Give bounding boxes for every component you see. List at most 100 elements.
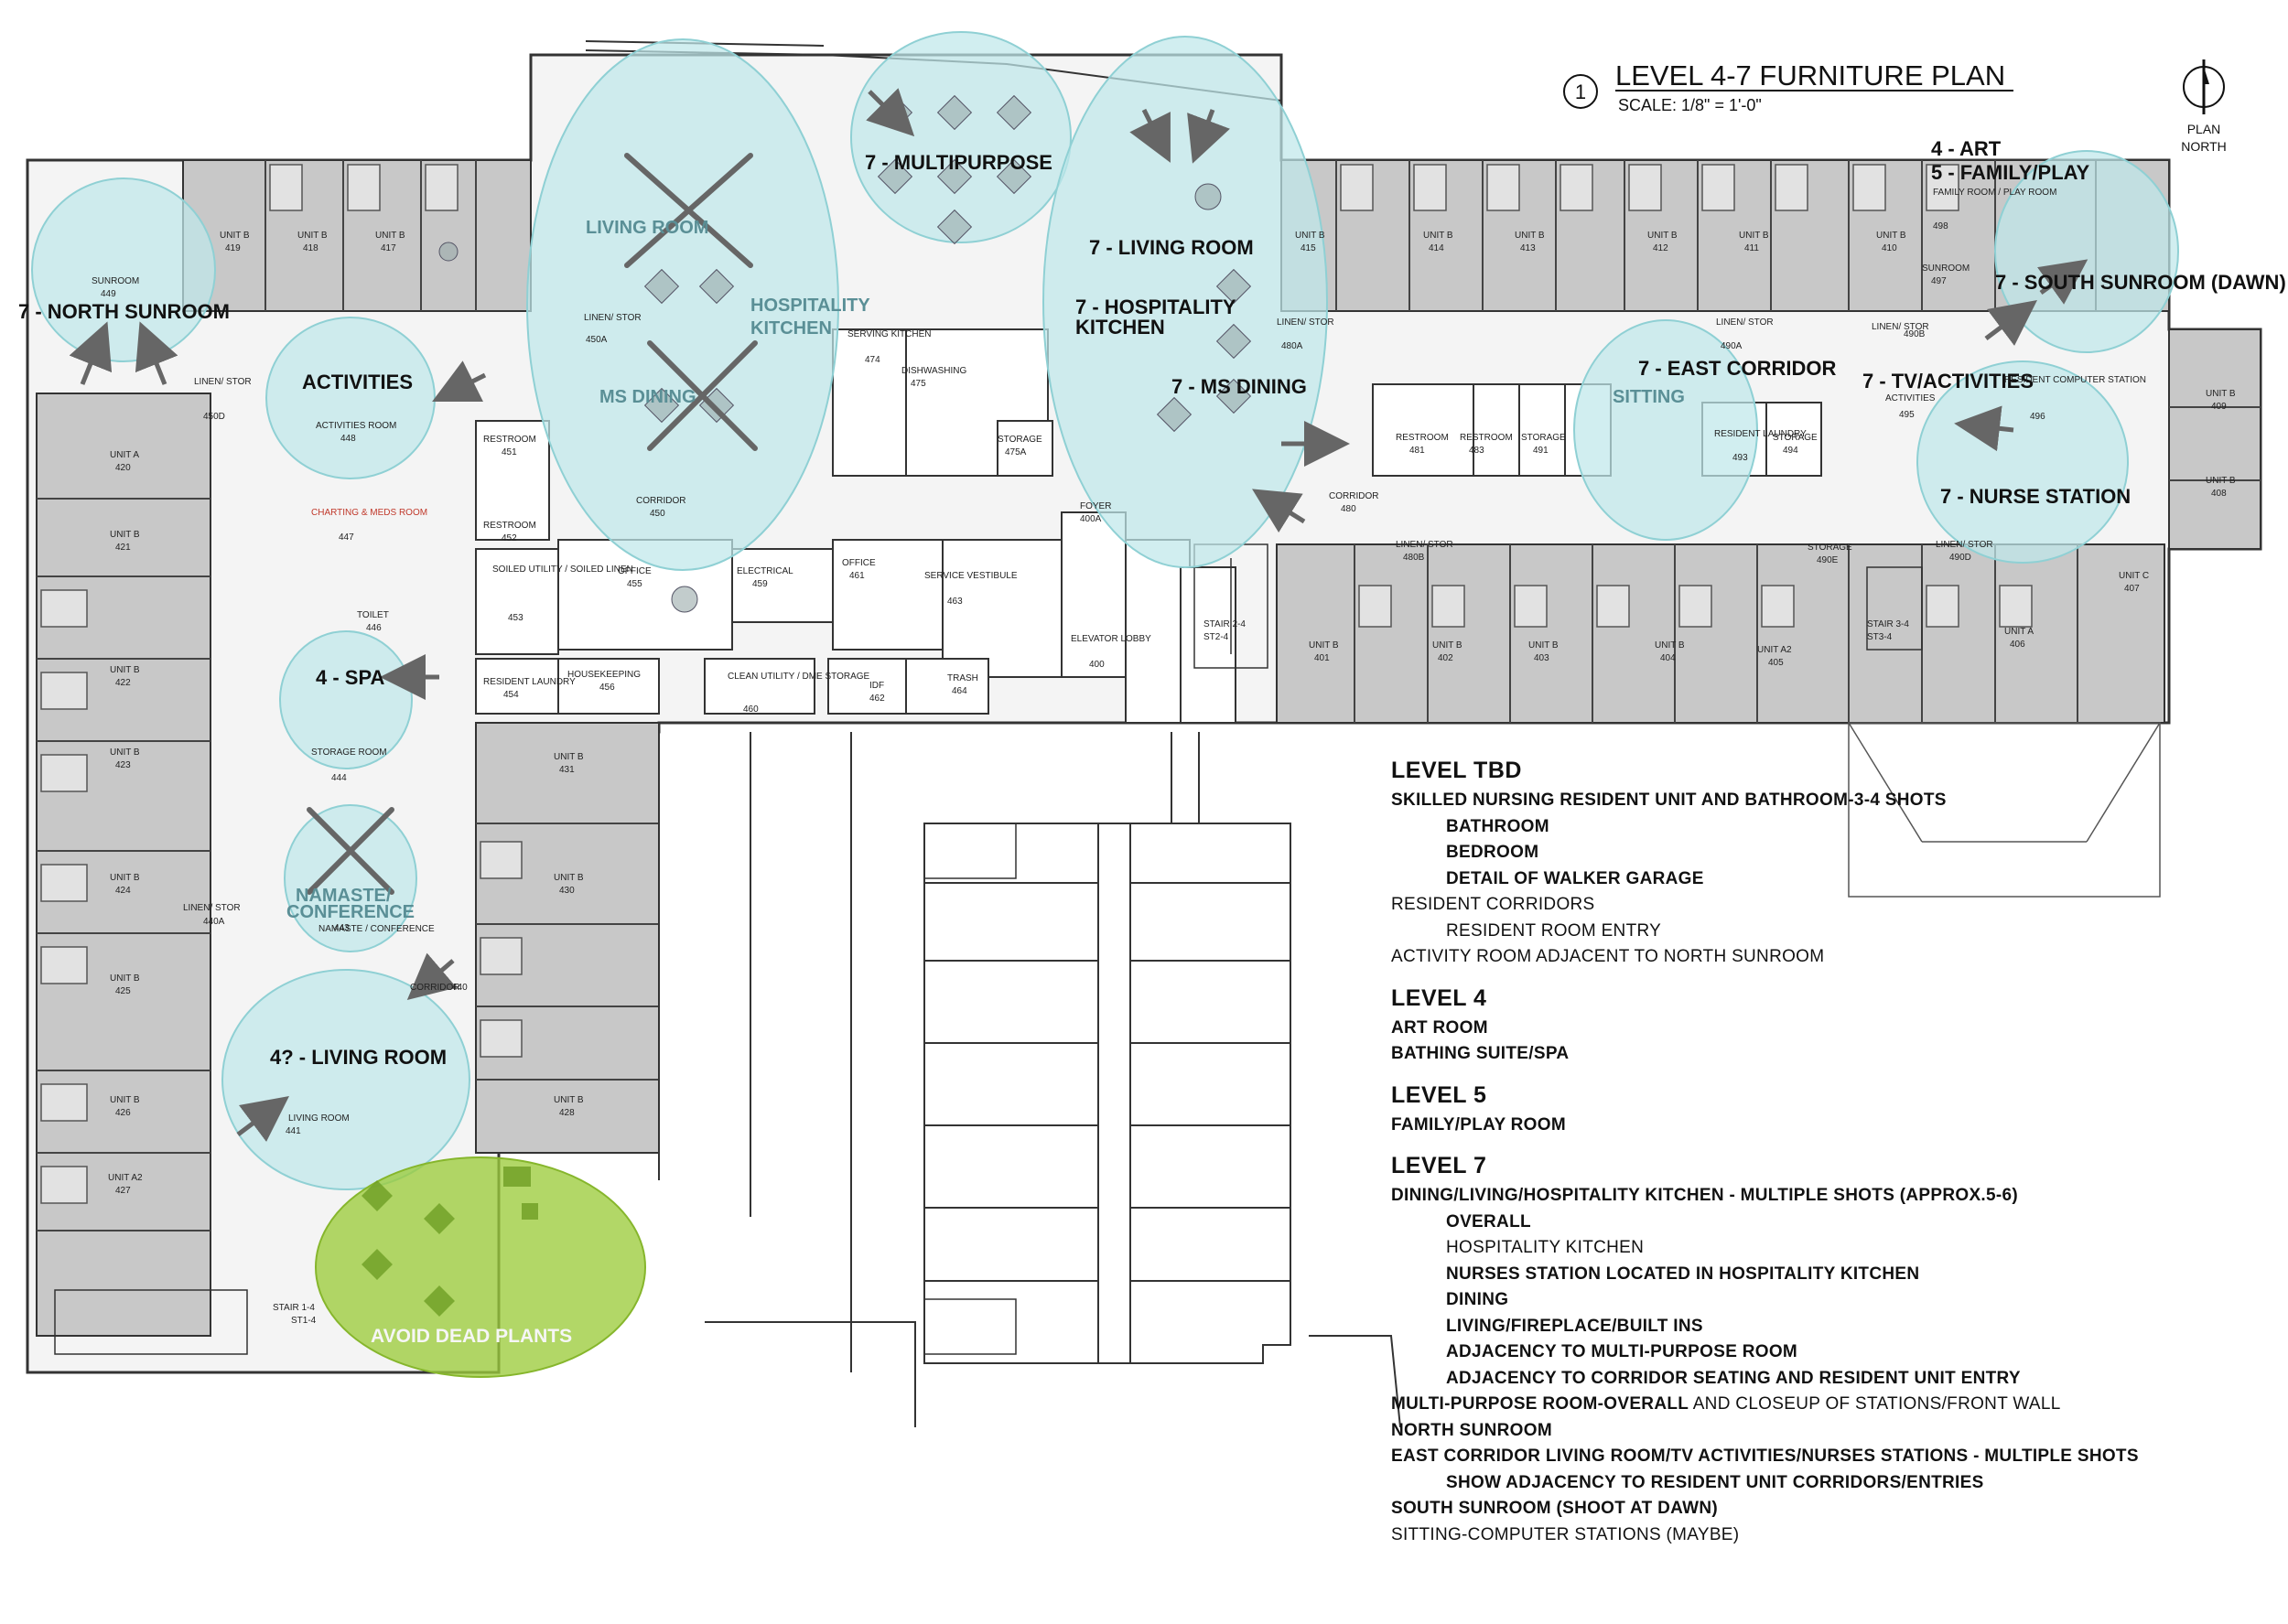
svg-text:420: 420 bbox=[115, 463, 131, 473]
zone-living-ms-dining-west bbox=[526, 38, 839, 571]
zone-label-multipurpose: 7 - MULTIPURPOSE bbox=[865, 151, 1052, 174]
svg-text:UNIT B: UNIT B bbox=[2206, 476, 2236, 486]
svg-text:UNIT B: UNIT B bbox=[110, 973, 140, 984]
shot-list-item: NURSES STATION LOCATED IN HOSPITALITY KI… bbox=[1446, 1264, 1920, 1284]
zone-label-hospitality-kitchen: KITCHEN bbox=[1075, 316, 1165, 339]
svg-text:490B: 490B bbox=[1904, 329, 1926, 339]
svg-text:423: 423 bbox=[115, 760, 131, 770]
svg-text:490E: 490E bbox=[1817, 555, 1839, 565]
svg-text:OFFICE: OFFICE bbox=[618, 566, 652, 576]
svg-text:CHARTING & MEDS ROOM: CHARTING & MEDS ROOM bbox=[311, 508, 427, 518]
svg-text:421: 421 bbox=[115, 543, 131, 553]
shot-list-item: DINING/LIVING/HOSPITALITY KITCHEN - MULT… bbox=[1391, 1186, 2018, 1205]
direction-arrows bbox=[69, 88, 2088, 1142]
svg-text:LINEN/ STOR: LINEN/ STOR bbox=[584, 313, 642, 323]
svg-text:496: 496 bbox=[2030, 412, 2045, 422]
room-label: LINEN/ STOR 480A bbox=[1277, 317, 1334, 351]
svg-text:STORAGE: STORAGE bbox=[1773, 433, 1818, 443]
svg-text:449: 449 bbox=[101, 289, 116, 299]
svg-text:LINEN/ STOR: LINEN/ STOR bbox=[1716, 317, 1774, 328]
svg-text:412: 412 bbox=[1653, 243, 1668, 253]
svg-text:SERVICE VESTIBULE: SERVICE VESTIBULE bbox=[924, 571, 1018, 581]
label-hospitality: HOSPITALITY bbox=[750, 296, 870, 316]
svg-text:ST3-4: ST3-4 bbox=[1867, 632, 1893, 642]
label-conference: CONFERENCE bbox=[286, 902, 415, 922]
zone-label-ms-dining: 7 - MS DINING bbox=[1171, 375, 1307, 398]
svg-text:LINEN/ STOR: LINEN/ STOR bbox=[1277, 317, 1334, 328]
svg-text:406: 406 bbox=[2010, 640, 2025, 650]
south-block bbox=[658, 732, 1401, 1428]
svg-text:SOILED UTILITY / SOILED LINEN: SOILED UTILITY / SOILED LINEN bbox=[492, 565, 633, 575]
svg-text:UNIT B: UNIT B bbox=[554, 1095, 584, 1105]
svg-text:RESIDENT LAUNDRY: RESIDENT LAUNDRY bbox=[483, 677, 576, 687]
svg-text:414: 414 bbox=[1429, 243, 1444, 253]
zone-living-room-7 bbox=[1042, 36, 1328, 568]
label-kitchen: KITCHEN bbox=[750, 318, 832, 339]
zone-label-family-play: 5 - FAMILY/PLAY bbox=[1931, 161, 2090, 184]
svg-text:453: 453 bbox=[508, 613, 523, 623]
svg-text:RESTROOM: RESTROOM bbox=[1396, 433, 1449, 443]
svg-text:UNIT B: UNIT B bbox=[297, 231, 328, 241]
svg-text:440: 440 bbox=[452, 983, 468, 993]
svg-text:UNIT B: UNIT B bbox=[110, 873, 140, 883]
svg-text:422: 422 bbox=[115, 678, 131, 688]
svg-text:RESTROOM: RESTROOM bbox=[1460, 433, 1513, 443]
shot-list-item: ACTIVITY ROOM ADJACENT TO NORTH SUNROOM bbox=[1391, 947, 1825, 966]
zone-multipurpose bbox=[850, 31, 1072, 243]
arrow-icon bbox=[69, 321, 113, 385]
svg-text:STORAGE: STORAGE bbox=[1808, 543, 1852, 553]
arrow-icon bbox=[1129, 108, 1171, 163]
shot-list-item: DETAIL OF WALKER GARAGE bbox=[1446, 868, 1704, 888]
svg-text:STAIR 1-4: STAIR 1-4 bbox=[273, 1303, 315, 1313]
svg-text:UNIT B: UNIT B bbox=[1528, 640, 1559, 651]
svg-text:ST2-4: ST2-4 bbox=[1203, 632, 1229, 642]
svg-text:411: 411 bbox=[1744, 243, 1759, 253]
svg-text:441: 441 bbox=[286, 1126, 301, 1136]
cross-marks bbox=[307, 153, 758, 895]
zone-label-living-room-7: 7 - LIVING ROOM bbox=[1089, 236, 1254, 259]
zone-label-activities: ACTIVITIES bbox=[302, 371, 413, 393]
x-mark-ms-dining bbox=[647, 340, 758, 451]
zone-namaste bbox=[284, 804, 417, 952]
svg-text:IDF: IDF bbox=[869, 681, 884, 691]
svg-text:480B: 480B bbox=[1403, 553, 1425, 563]
svg-text:430: 430 bbox=[559, 886, 575, 896]
svg-text:UNIT B: UNIT B bbox=[554, 752, 584, 762]
svg-text:DISHWASHING: DISHWASHING bbox=[901, 366, 967, 376]
svg-text:409: 409 bbox=[2211, 402, 2227, 412]
svg-text:OFFICE: OFFICE bbox=[842, 558, 876, 568]
shot-list-heading: LEVEL TBD bbox=[1391, 758, 1522, 783]
svg-text:490A: 490A bbox=[1721, 341, 1743, 351]
arrow-icon bbox=[236, 1096, 289, 1142]
svg-text:402: 402 bbox=[1438, 653, 1453, 663]
svg-text:UNIT A: UNIT A bbox=[2004, 627, 2034, 637]
svg-text:450: 450 bbox=[650, 509, 665, 519]
shot-list-item: SITTING-COMPUTER STATIONS (MAYBE) bbox=[1391, 1524, 1740, 1544]
svg-text:497: 497 bbox=[1931, 276, 1947, 286]
shot-list-item: BATHING SUITE/SPA bbox=[1391, 1044, 1570, 1063]
svg-text:480A: 480A bbox=[1281, 341, 1303, 351]
unit-dividers bbox=[37, 160, 2261, 1231]
